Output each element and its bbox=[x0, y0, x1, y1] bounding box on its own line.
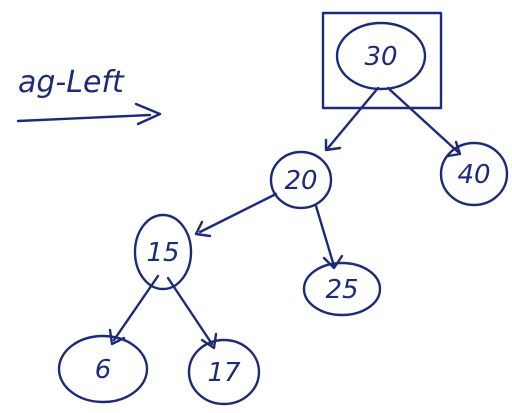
caption-arrow-shaft bbox=[16, 113, 152, 123]
caption-arrow-head bbox=[134, 102, 162, 126]
node-label: 40 bbox=[457, 160, 490, 190]
edge-30-20 bbox=[324, 86, 380, 152]
tree-edges bbox=[108, 86, 462, 350]
node-30: 30 bbox=[335, 21, 427, 91]
node-20: 20 bbox=[269, 150, 333, 210]
node-label: 15 bbox=[146, 238, 179, 268]
edge-20-25 bbox=[314, 204, 344, 270]
node-6: 6 bbox=[57, 334, 149, 404]
node-17: 17 bbox=[187, 338, 261, 406]
node-label: 30 bbox=[364, 42, 397, 72]
node-label: 6 bbox=[95, 355, 112, 385]
node-15: 15 bbox=[133, 213, 193, 291]
node-label: 25 bbox=[325, 275, 358, 305]
caption-label: ag-Left bbox=[18, 65, 125, 100]
node-label: 17 bbox=[207, 358, 241, 388]
tree-nodes: 30 20 40 15 25 6 17 bbox=[57, 21, 509, 406]
node-40: 40 bbox=[439, 141, 509, 207]
node-25: 25 bbox=[302, 261, 382, 317]
rotation-caption: ag-Left bbox=[16, 65, 162, 126]
edge-30-40 bbox=[386, 86, 462, 158]
root-highlight-box bbox=[321, 11, 443, 110]
edge-15-17 bbox=[166, 276, 218, 350]
edge-20-15 bbox=[194, 192, 278, 238]
node-label: 20 bbox=[284, 166, 317, 196]
